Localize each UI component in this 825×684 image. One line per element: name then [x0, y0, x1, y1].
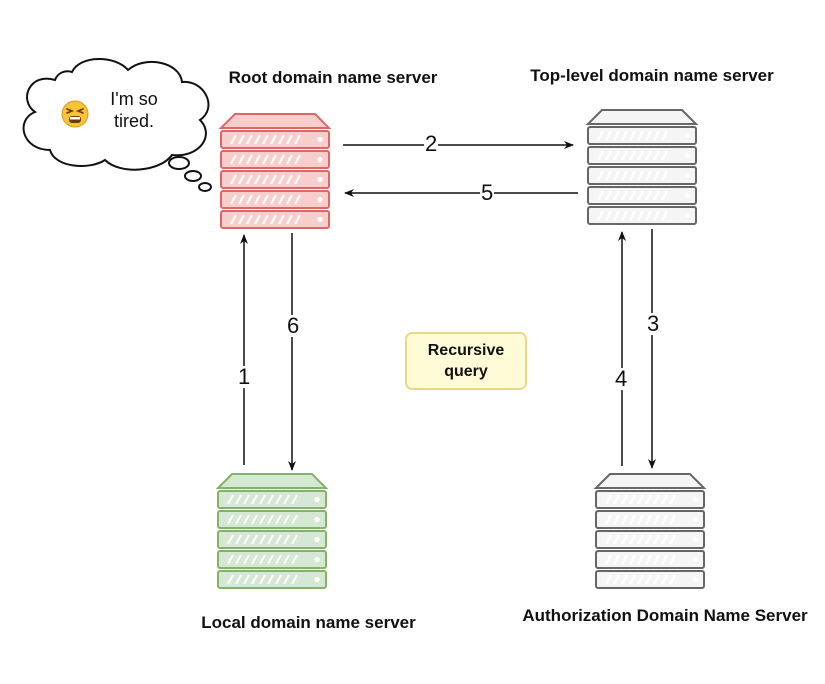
thought-dot-2 — [184, 170, 202, 182]
server-unit — [220, 210, 330, 229]
auth-server-icon — [593, 473, 707, 589]
thought-bubble — [22, 58, 212, 192]
step-6-label: 6 — [286, 313, 301, 338]
step-3-label: 3 — [646, 311, 661, 336]
server-cap — [218, 113, 332, 129]
tld-server-icon — [585, 109, 699, 225]
server-unit — [595, 550, 705, 569]
local-server-label: Local domain name server — [201, 613, 416, 632]
recursive-query-text: Recursive query — [427, 342, 505, 380]
server-unit — [217, 530, 327, 549]
tld-server-label: Top-level domain name server — [530, 66, 774, 85]
server-cap — [215, 473, 329, 489]
thought-bubble-text: I'm so tired. — [110, 89, 158, 131]
server-unit — [595, 570, 705, 589]
server-unit — [220, 190, 330, 209]
tired-face-emoji-icon — [61, 100, 89, 128]
server-unit — [595, 530, 705, 549]
server-unit — [595, 490, 705, 509]
server-unit — [217, 510, 327, 529]
server-unit — [587, 206, 697, 225]
thought-cloud — [22, 58, 210, 171]
auth-server-label: Authorization Domain Name Server — [522, 606, 808, 625]
server-unit — [217, 550, 327, 569]
server-unit — [217, 490, 327, 509]
thought-dot-1 — [168, 156, 190, 170]
server-unit — [220, 150, 330, 169]
server-unit — [220, 130, 330, 149]
recursive-query-note: Recursive query — [405, 332, 527, 390]
step-2-label: 2 — [424, 131, 439, 156]
server-unit — [217, 570, 327, 589]
server-unit — [587, 186, 697, 205]
server-cap — [593, 473, 707, 489]
thought-dot-3 — [198, 182, 212, 192]
server-unit — [587, 126, 697, 145]
root-server-label: Root domain name server — [228, 68, 438, 87]
step-5-label: 5 — [480, 180, 495, 205]
server-unit — [587, 166, 697, 185]
server-unit — [595, 510, 705, 529]
server-cap — [585, 109, 699, 125]
server-unit — [587, 146, 697, 165]
arrows — [240, 141, 656, 471]
step-4-label: 4 — [614, 366, 629, 391]
server-unit — [220, 170, 330, 189]
local-server-icon — [215, 473, 329, 589]
step-1-label: 1 — [237, 364, 252, 389]
root-server-icon — [218, 113, 332, 229]
